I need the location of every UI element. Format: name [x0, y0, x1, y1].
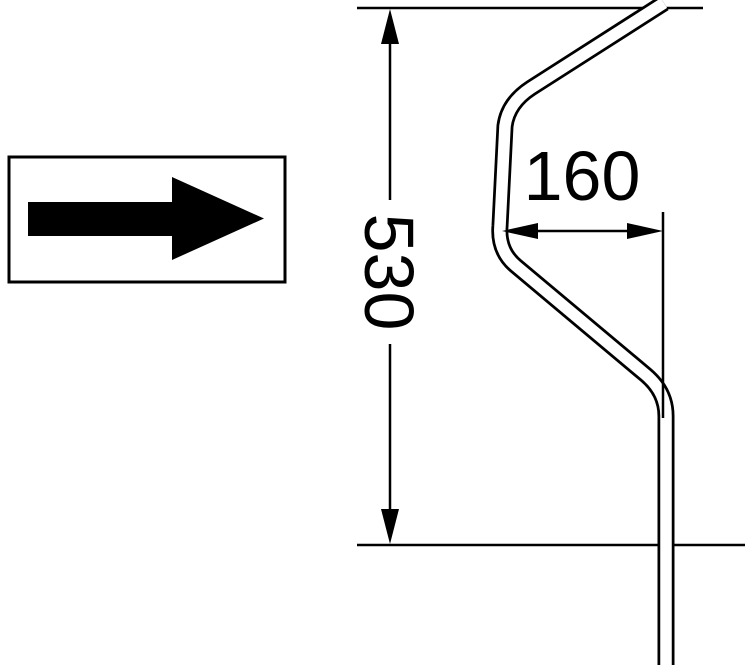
horizontal-dimension-label: 160 [524, 137, 641, 215]
right-arrow-icon [28, 177, 264, 260]
tube-outline [491, 0, 675, 665]
arrowhead-right-icon [627, 223, 663, 239]
arrowhead-left-icon [502, 223, 538, 239]
arrowhead-down-icon [381, 509, 399, 544]
direction-indicator [7, 155, 287, 284]
tube-core [494, 0, 672, 665]
tube-profile [491, 0, 675, 665]
vertical-dimension: 530 [350, 9, 428, 544]
horizontal-dimension: 160 [502, 137, 663, 239]
vertical-dimension-label: 530 [350, 214, 428, 331]
arrowhead-up-icon [381, 9, 399, 44]
